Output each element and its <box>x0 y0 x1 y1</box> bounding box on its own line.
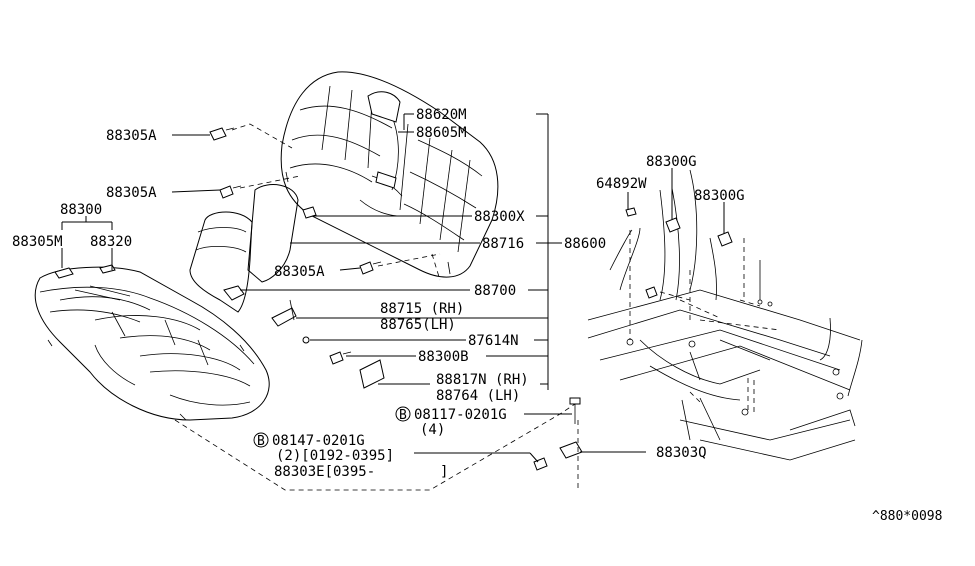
part-labels: 88305A 88305A 88305A 88300 88305M 88320 … <box>12 107 942 524</box>
seat-back-main-drawing <box>280 71 499 278</box>
label-08117: 08117-0201G <box>414 407 507 423</box>
label-88300: 88300 <box>60 202 102 218</box>
clip-88305A-2-drawing <box>219 185 242 199</box>
label-88700: 88700 <box>474 283 516 299</box>
label-88620M: 88620M <box>416 107 467 123</box>
bolt-symbol-08117 <box>395 406 411 422</box>
seat-back-left-drawing <box>189 184 299 313</box>
label-88817N: 88817N (RH) <box>436 372 529 388</box>
label-88600: 88600 <box>564 236 606 252</box>
label-88765: 88765(LH) <box>380 317 456 333</box>
dashed-reference-lines <box>174 123 781 491</box>
label-87614N: 87614N <box>468 333 519 349</box>
label-88605M: 88605M <box>416 125 467 141</box>
label-88303E: 88303E[0395- <box>274 464 375 480</box>
bolt-88300B-drawing <box>329 351 352 365</box>
label-88305M: 88305M <box>12 234 63 250</box>
bolt-08117-drawing <box>569 397 581 424</box>
label-88300B: 88300B <box>418 349 469 365</box>
label-88764: 88764 (LH) <box>436 388 520 404</box>
label-88300G-2: 88300G <box>694 188 745 204</box>
vehicle-floor-drawing <box>587 169 863 461</box>
label-88320: 88320 <box>90 234 132 250</box>
label-88303E-end: ] <box>440 464 448 480</box>
label-88303Q: 88303Q <box>656 445 707 461</box>
seat-cushion-drawing <box>34 264 270 421</box>
label-08117-qty: (4) <box>420 422 445 438</box>
label-64892W: 64892W <box>596 176 647 192</box>
label-88305A-1: 88305A <box>106 128 157 144</box>
label-88305A-3: 88305A <box>274 264 325 280</box>
label-08147: 08147-0201G <box>272 433 365 449</box>
diagram-code: ^880*0098 <box>872 509 942 524</box>
label-08147-qty: (2)[0192-0395] <box>276 448 394 464</box>
label-88300X: 88300X <box>474 209 525 225</box>
label-88300G-1: 88300G <box>646 154 697 170</box>
bracket-88303Q-drawing <box>559 441 583 459</box>
clip-88300X-drawing <box>302 206 317 219</box>
bracket-88715-drawing <box>271 299 297 327</box>
label-88716: 88716 <box>482 236 524 252</box>
label-08147-symbol: B <box>257 434 265 449</box>
label-08117-symbol: B <box>399 408 407 423</box>
leader-lines <box>61 113 725 463</box>
clip-88305A-1-drawing <box>209 127 235 141</box>
label-88305A-2: 88305A <box>106 185 157 201</box>
bolt-symbol-08147 <box>253 432 269 448</box>
clip-88305A-3-drawing <box>359 261 382 275</box>
plate-88817N-drawing <box>359 359 385 389</box>
label-88715: 88715 (RH) <box>380 301 464 317</box>
clip-87614N-drawing <box>302 336 310 344</box>
